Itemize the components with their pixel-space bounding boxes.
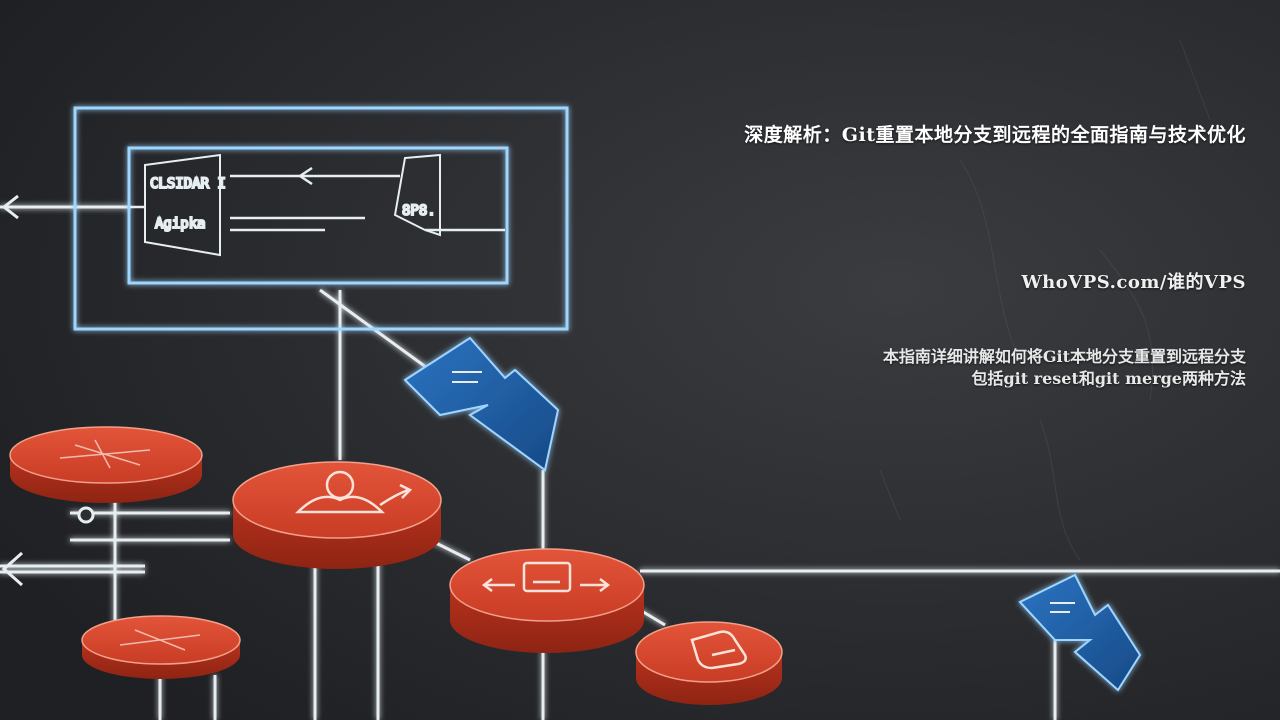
chalk-scratches [879, 39, 1211, 561]
red-node-far-right [635, 621, 783, 705]
connection-lines [0, 205, 1280, 720]
red-node-center [232, 461, 442, 569]
headline: 深度解析：Git重置本地分支到远程的全面指南与技术优化 [744, 124, 1246, 146]
sketch-panel-right: 8P8. [393, 153, 441, 237]
blue-arrow-top [403, 336, 560, 472]
svg-text:Agipka: Agipka [155, 216, 206, 232]
document-icon [690, 630, 747, 670]
left-arrow-icon [1, 194, 23, 587]
frame-lines [130, 166, 505, 232]
joint-circle [77, 506, 95, 524]
red-node-left-bottom [81, 615, 241, 679]
description-line-1: 本指南详细讲解如何将Git本地分支重置到远程分支 [882, 347, 1246, 366]
site-label: WhoVPS.com/谁的VPS [1021, 272, 1246, 293]
user-icon [294, 470, 413, 514]
description: 本指南详细讲解如何将Git本地分支重置到远程分支 包括git reset和git… [883, 346, 1246, 390]
blue-arrow-bottom [1018, 573, 1142, 692]
window-icon [481, 561, 611, 593]
red-node-right [449, 548, 645, 653]
inner-frame [127, 146, 509, 285]
svg-text:8P8.: 8P8. [402, 203, 436, 219]
outer-frame [73, 106, 569, 331]
scribble-icon: CLSIDAR I [150, 176, 226, 192]
red-node-left-top [9, 426, 203, 503]
description-line-2: 包括git reset和git merge两种方法 [971, 369, 1246, 388]
sketch-panel-left: CLSIDAR I Agipka [144, 153, 227, 257]
